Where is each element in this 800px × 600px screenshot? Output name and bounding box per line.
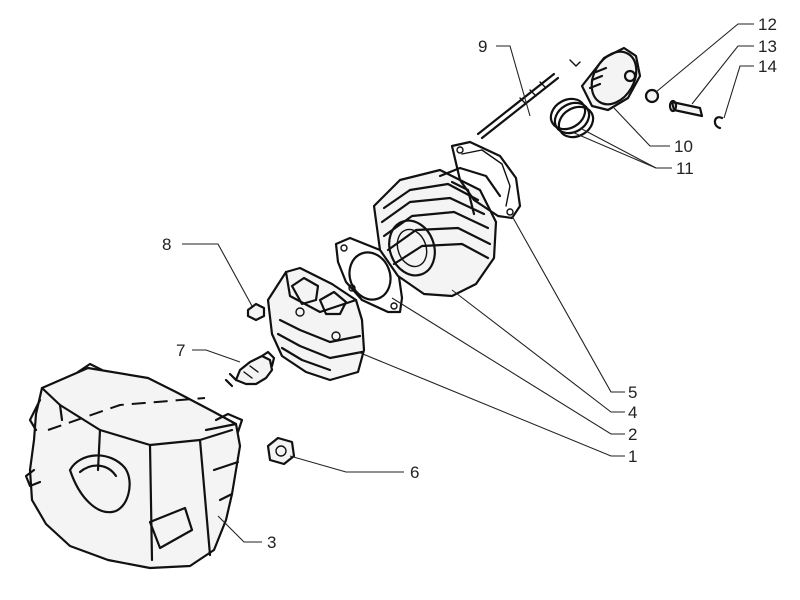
leader-5 [511,215,625,393]
part-6-nut [266,436,296,466]
callout-4: 4 [628,403,637,422]
leader-11a [579,127,672,169]
callout-14: 14 [758,57,777,76]
callout-9: 9 [478,37,487,56]
leader-14 [723,65,754,119]
leader-7 [192,349,241,363]
callout-1: 1 [628,447,637,466]
leader-13 [691,45,754,105]
part-10-piston [569,46,642,112]
leader-2 [391,297,625,435]
part-13-piston-pin [668,99,704,118]
callout-13: 13 [758,37,777,56]
part-5-base-gasket [450,140,522,220]
part-4-cylinder [372,166,502,298]
part-9-stud [476,72,560,140]
leader-6 [289,455,404,473]
leader-11b [571,131,657,169]
part-14-circlip [713,116,724,130]
callout-3: 3 [267,533,276,552]
callout-8: 8 [162,235,171,254]
leader-lines [182,23,754,543]
callout-2: 2 [628,425,637,444]
callout-11: 11 [676,159,694,178]
part-7-spark-plug [224,350,276,388]
leader-8 [182,243,253,307]
part-12-clip [644,88,660,104]
leader-9 [496,45,531,117]
part-8-small-nut [246,302,266,322]
leader-3 [217,515,262,543]
callout-12: 12 [758,15,777,34]
leader-12 [655,23,754,93]
part-2-head-gasket [334,236,404,314]
leader-4 [451,289,625,413]
part-1-cylinder-head [266,266,366,382]
part-3-cylinder-shroud [24,362,244,570]
leader-1 [357,351,625,457]
callout-7: 7 [176,341,185,360]
callout-6: 6 [410,463,419,482]
part-11-piston-rings [549,97,595,139]
leader-10 [613,107,670,147]
callout-5: 5 [628,383,637,402]
callout-labels: 1 2 3 4 5 6 7 8 9 10 11 12 13 14 [162,15,777,552]
callout-10: 10 [674,137,693,156]
